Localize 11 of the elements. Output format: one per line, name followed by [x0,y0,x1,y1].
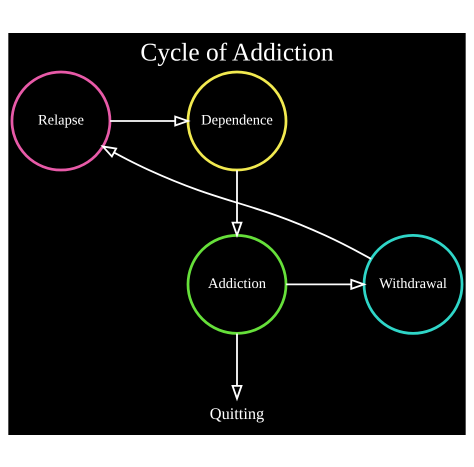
arrow [231,170,243,238]
arrow [110,114,191,126]
arrow [231,333,243,401]
node-circle: Addiction [186,234,288,334]
node-circle: Withdrawal [362,234,464,334]
node-circle: Relapse [10,70,112,171]
node-text: Quitting [210,404,264,423]
diagram-title: Cycle of Addiction [140,38,334,66]
arrow [286,278,367,290]
node-circle: Dependence [186,70,288,171]
arrow [100,144,372,260]
